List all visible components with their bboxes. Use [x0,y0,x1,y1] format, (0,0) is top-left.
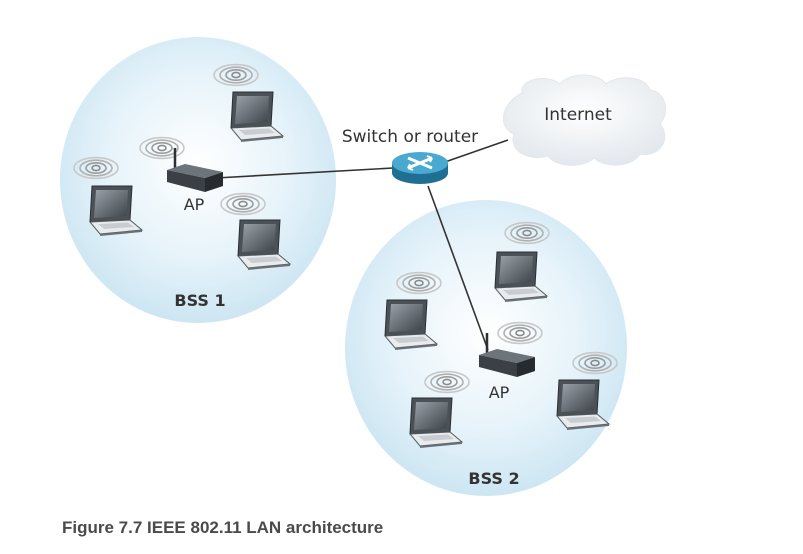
internet-label: Internet [544,105,612,125]
router-label: Switch or router [342,127,478,147]
link-ap1-router [215,167,394,179]
link-router-internet [444,139,509,163]
router-icon [392,152,448,184]
bss2-name-label: BSS 2 [468,469,519,488]
bss2-ap-label: AP [489,383,510,402]
link-router-ap2 [427,185,489,351]
bss1-ap-label: AP [184,195,205,214]
internet-cloud [503,74,666,166]
bss1-name-label: BSS 1 [174,291,225,310]
figure-caption: Figure 7.7 IEEE 802.11 LAN architecture [62,518,384,537]
